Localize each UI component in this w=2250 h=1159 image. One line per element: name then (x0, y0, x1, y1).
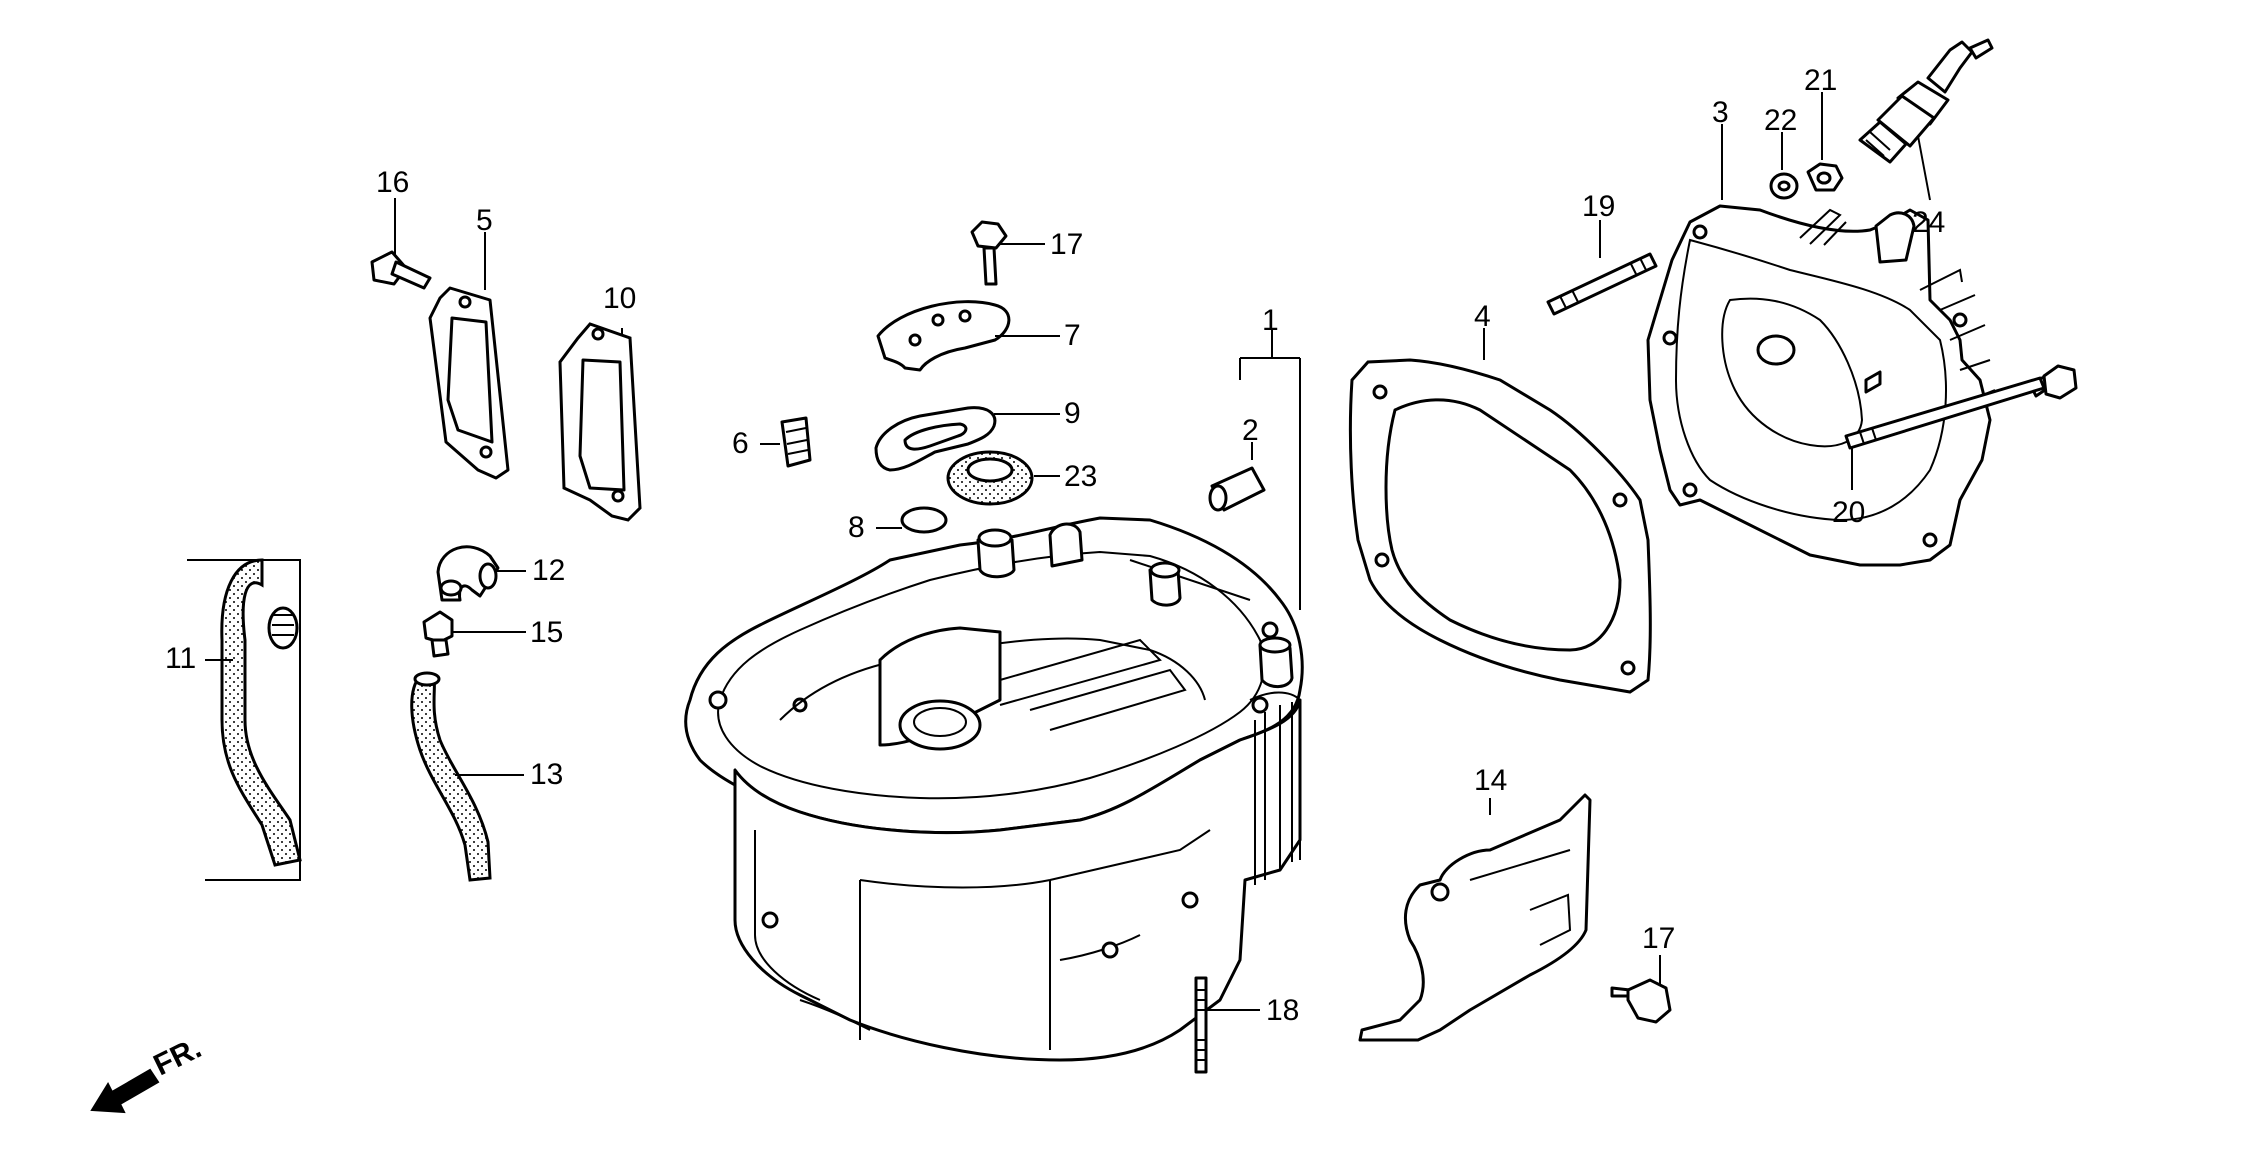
callout-5: 5 (476, 204, 493, 237)
callout-14: 14 (1474, 764, 1507, 797)
front-direction-arrow: FR. (90, 1031, 207, 1114)
callout-10: 10 (603, 282, 636, 315)
callout-16: 16 (376, 166, 409, 199)
part-19-stud (1546, 220, 1658, 316)
part-2-dowel (1208, 442, 1266, 512)
part-6-block (760, 416, 812, 468)
front-direction-label: FR. (149, 1031, 207, 1082)
callout-12: 12 (532, 554, 565, 587)
part-13-hose (410, 671, 524, 882)
part-1-cylinder-head (684, 516, 1304, 1062)
part-18-stud (1194, 976, 1260, 1074)
callout-11: 11 (165, 642, 196, 675)
part-12-elbow (436, 545, 526, 602)
callout-labels: 1 2 3 4 5 6 7 8 9 10 11 12 13 14 15 16 1… (165, 64, 1945, 1027)
callout-13: 13 (530, 758, 563, 791)
callout-19: 19 (1582, 190, 1615, 223)
callout-8: 8 (848, 511, 865, 544)
callout-24: 24 (1912, 206, 1945, 239)
part-21-nut (1806, 92, 1844, 192)
part-1-bracket (1239, 330, 1301, 610)
part-5-cover-plate (428, 232, 510, 480)
part-4-head-gasket (1348, 328, 1652, 694)
part-22-washer (1769, 132, 1799, 200)
part-16-bolt (370, 198, 432, 290)
part-17-bolt-lower (1610, 955, 1672, 1024)
callout-7: 7 (1064, 319, 1081, 352)
part-9-gasket (874, 406, 1060, 472)
part-10-gasket (558, 322, 642, 522)
part-20-bolt (1844, 364, 2078, 490)
callout-1: 1 (1262, 304, 1279, 337)
callout-2: 2 (1242, 414, 1259, 447)
part-7-plate (876, 300, 1060, 372)
part-3-rocker-cover (1646, 124, 1996, 567)
part-17-bolt-top (970, 220, 1045, 286)
part-23-oil-seal (946, 450, 1060, 506)
part-8-cap (876, 506, 948, 534)
callout-17a: 17 (1050, 228, 1083, 261)
callout-21: 21 (1804, 64, 1837, 97)
callout-4: 4 (1474, 300, 1491, 333)
callout-15: 15 (530, 616, 563, 649)
callout-22: 22 (1764, 104, 1797, 137)
part-24-spark-plug (1858, 38, 1994, 201)
callout-3: 3 (1712, 96, 1729, 129)
part-11-hose (187, 558, 302, 881)
part-14-cover (1358, 793, 1592, 1042)
callout-23: 23 (1064, 460, 1097, 493)
callout-9: 9 (1064, 397, 1081, 430)
callout-6: 6 (732, 427, 749, 460)
part-15-fitting (422, 610, 526, 658)
callout-18: 18 (1266, 994, 1299, 1027)
callout-20: 20 (1832, 496, 1865, 529)
callout-17b: 17 (1642, 922, 1675, 955)
